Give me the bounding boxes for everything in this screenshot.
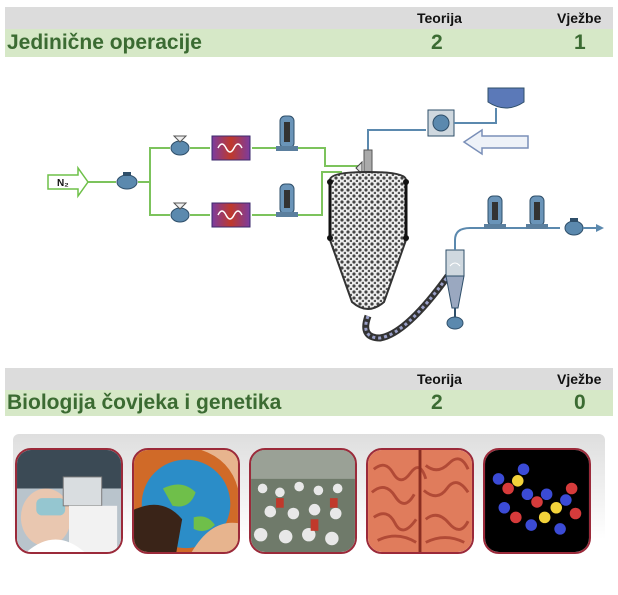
cyclone-separator (445, 249, 465, 309)
course-header-row: Teorija Vježbe (5, 7, 613, 29)
inlet-label: N₂ (57, 178, 69, 189)
theory-hours: 2 (431, 31, 443, 54)
course-title: Biologija čovjeka i genetika (7, 391, 282, 414)
dna-molecule-icon (483, 448, 591, 554)
upper-filter-icon (276, 115, 298, 151)
drying-chamber (327, 170, 409, 310)
exercises-column-label: Vježbe (557, 371, 602, 387)
patient-icon (15, 448, 123, 554)
course-title: Jedinične operacije (7, 31, 202, 54)
biology-image-strip (5, 434, 613, 589)
cyclone-valve-icon (446, 308, 464, 330)
spray-dryer-process-diagram: N₂ (40, 80, 610, 350)
upper-valve-icon (170, 135, 190, 156)
theory-column-label: Teorija (417, 10, 462, 26)
crowd-runners-icon (249, 448, 357, 554)
lower-filter-icon (276, 183, 298, 217)
exhaust-valve-icon (564, 218, 584, 236)
nitrogen-inlet-arrow: N₂ (47, 165, 89, 199)
lower-heater-icon (211, 202, 251, 228)
exercise-hours: 1 (574, 31, 586, 54)
valve-icon (116, 172, 138, 190)
feed-pump-icon (427, 109, 455, 137)
upper-heater-icon (211, 135, 251, 161)
lower-valve-icon (170, 202, 190, 223)
exhaust-filter-1-icon (484, 195, 506, 229)
theory-column-label: Teorija (417, 371, 462, 387)
globe-hands-icon (132, 448, 240, 554)
exercises-column-label: Vježbe (557, 10, 602, 26)
course-header-row: Teorija Vježbe (5, 368, 613, 390)
course-card-unit-operations: Teorija Vježbe Jedinične operacije 2 1 (5, 7, 613, 57)
course-row: Biologija čovjeka i genetika 2 0 (5, 390, 613, 416)
feed-tank-icon (487, 87, 525, 109)
brain-icon (366, 448, 474, 554)
gas-lines (88, 147, 360, 216)
feed-input-arrow (462, 128, 529, 156)
exhaust-filter-2-icon (526, 195, 548, 229)
exercise-hours: 0 (574, 391, 586, 414)
course-card-human-biology: Teorija Vježbe Biologija čovjeka i genet… (5, 368, 613, 416)
course-row: Jedinične operacije 2 1 (5, 29, 613, 57)
theory-hours: 2 (431, 391, 443, 414)
